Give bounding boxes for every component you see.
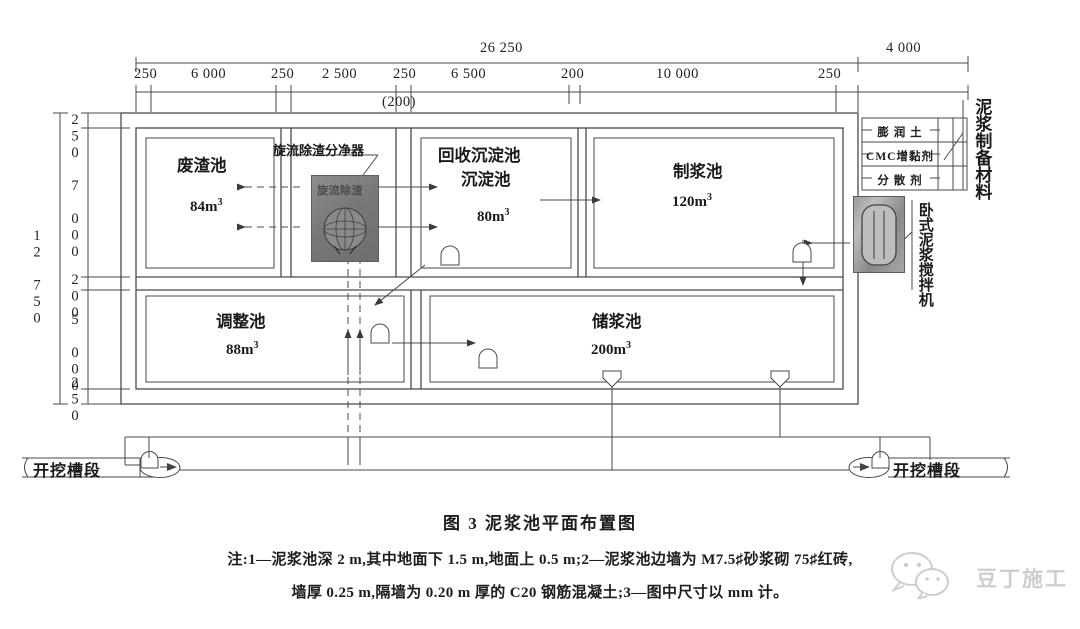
- pool-label-adjust: 调整池: [216, 312, 266, 331]
- pool-volume-storage: 200m3: [591, 340, 631, 359]
- pool-label-sediment: 沉淀池: [461, 170, 511, 189]
- mixer-drum-icon: [861, 204, 897, 266]
- dim-top-3: 2 500: [322, 66, 358, 82]
- dim-parenthetical: (200): [382, 94, 416, 110]
- horizontal-slurry-mixer: [853, 196, 905, 273]
- pool-volume-adjust-exp: 3: [253, 340, 259, 351]
- legend-row-cmc: CMC增黏剂: [866, 151, 934, 163]
- dim-top-7: 10 000: [656, 66, 699, 82]
- cyclone-annotation-label: 旋流除渣分净器: [273, 143, 365, 158]
- pool-label-waste: 废渣池: [177, 156, 227, 175]
- dim-overall-top: 26 250: [480, 40, 523, 56]
- pool-volume-adjust-value: 88m: [226, 342, 254, 358]
- wechat-logo-icon: [891, 552, 949, 599]
- watermark: 豆丁施工: [878, 551, 1073, 599]
- pool-volume-storage-exp: 3: [626, 340, 631, 351]
- dim-right-extra: 4 000: [886, 40, 922, 56]
- figure-caption: 图 3 泥浆池平面布置图: [443, 514, 637, 533]
- pool-volume-waste-value: 84m: [190, 199, 218, 215]
- figure-note-line-1: 注:1—泥浆池深 2 m,其中地面下 1.5 m,地面上 0.5 m;2—泥浆池…: [227, 552, 853, 568]
- dim-top-2: 250: [271, 66, 295, 82]
- pool-volume-storage-value: 200m: [591, 342, 626, 358]
- legend-row-dispersant: 分 散 剂: [877, 175, 923, 187]
- dim-top-4: 250: [393, 66, 417, 82]
- dim-left-2: 200: [67, 272, 83, 322]
- dim-top-6: 200: [561, 66, 585, 82]
- pool-volume-adjust: 88m3: [226, 340, 259, 359]
- dim-left-0: 250: [67, 112, 83, 162]
- dim-left-1: 7 000: [67, 178, 83, 261]
- pool-volume-mixing-value: 120m: [672, 194, 707, 210]
- cyclone-separator-device: 旋流除渣: [311, 175, 379, 262]
- dim-left-3: 5 000: [67, 312, 83, 395]
- material-prep-label: 泥浆制备材料: [972, 98, 992, 200]
- pool-volume-mixing-exp: 3: [707, 192, 712, 203]
- pool-volume-recovery-exp: 3: [504, 207, 510, 218]
- dim-left-4: 250: [67, 375, 83, 425]
- cyclone-globe-icon: [323, 207, 367, 255]
- cyclone-device-text: 旋流除渣: [317, 185, 363, 197]
- pool-volume-waste-exp: 3: [217, 197, 223, 208]
- dim-top-8: 250: [818, 66, 842, 82]
- pool-label-mixing: 制浆池: [673, 162, 723, 181]
- legend-row-bentonite: 膨 润 土: [877, 127, 923, 139]
- dim-overall-left: 12 750: [29, 228, 45, 327]
- pool-volume-recovery: 80m3: [477, 207, 510, 226]
- trench-label-left: 开挖槽段: [33, 463, 102, 480]
- dim-top-5: 6 500: [451, 66, 487, 82]
- dim-top-0: 250: [134, 66, 158, 82]
- pool-label-storage: 储浆池: [592, 312, 642, 331]
- figure-note-line-2: 墙厚 0.25 m,隔墙为 0.20 m 厚的 C20 钢筋混凝土;3—图中尺寸…: [291, 585, 789, 601]
- pool-volume-recovery-value: 80m: [477, 209, 505, 225]
- pool-volume-waste: 84m3: [190, 197, 223, 216]
- trench-label-right: 开挖槽段: [893, 463, 962, 480]
- mixer-label: 卧式泥浆搅拌机: [916, 202, 933, 307]
- pool-label-recovery: 回收沉淀池: [438, 146, 521, 165]
- dim-top-1: 6 000: [191, 66, 227, 82]
- pool-volume-mixing: 120m3: [672, 192, 712, 211]
- watermark-text: 豆丁施工: [976, 567, 1068, 591]
